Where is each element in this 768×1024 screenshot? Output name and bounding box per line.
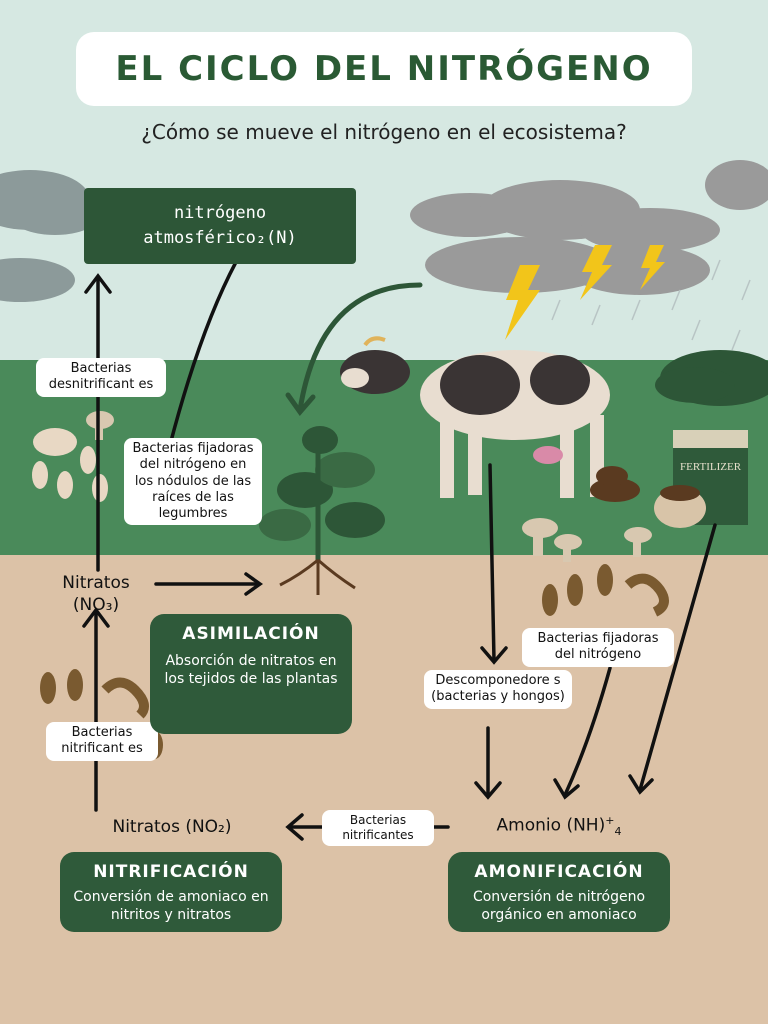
node-nitratos-top: Nitratos (NO₃) [40,572,152,616]
label-nitrificantes-left: Bacterias nitrificant es [46,722,158,761]
label-nitrificantes-bottom: Bacterias nitrificantes [322,810,434,846]
bacteria-soil-right-icon [542,564,669,617]
card-nitrificacion: NITRIFICACIÓN Conversión de amoniaco en … [60,852,282,932]
card-asimilacion: ASIMILACIÓN Absorción de nitratos en los… [150,614,352,734]
label-fijadoras-right: Bacterias fijadoras del nitrógeno [522,628,674,667]
flow-arrows [82,260,717,841]
n2-line1: nitrógeno [173,202,267,223]
mushroom-icon [86,411,652,562]
subtitle: ¿Cómo se mueve el nitrógeno en el ecosis… [141,120,627,144]
label-fijadoras-raices: Bacterias fijadoras del nitrógeno en los… [124,438,262,526]
n2-line2: atmosférico₂(N) [143,228,297,248]
lightning-icon [505,245,665,340]
fertilizer-label: FERTILIZER [680,461,742,473]
card-nitrificacion-text: Conversión de amoniaco en nitritos y nit… [73,889,269,924]
card-nitrificacion-title: NITRIFICACIÓN [93,862,249,882]
card-amonificacion: AMONIFICACIÓN Conversión de nitrógeno or… [448,852,670,932]
label-desnitrificantes: Bacterias desnitrificant es [36,358,166,397]
nitratos-top-line1: Nitratos [62,573,130,593]
title-box: EL CICLO DEL NITRÓGENO [76,32,692,106]
cloud-left-icon [0,170,100,302]
amonio-sub: 4 [614,825,622,839]
bacteria-icon [32,428,108,502]
amonio-text: Amonio (NH) [496,815,606,836]
amonio-sup: + [605,814,615,827]
node-nitratos-bottom: Nitratos (NO₂) [112,817,232,837]
plant-icon [259,426,385,595]
label-descomponedores: Descomponedore s (bacterias y hongos) [424,670,572,709]
nitratos-top-line2: (NO₃) [72,595,120,616]
node-amonio: Amonio (NH)+4 [484,814,634,839]
page-title: EL CICLO DEL NITRÓGENO [115,49,653,89]
rain-icon [551,259,751,351]
atmospheric-nitrogen-box: nitrógeno atmosférico₂(N) [84,188,356,264]
card-asimilacion-text: Absorción de nitratos en los tejidos de … [164,653,338,688]
bush-icon [655,350,768,406]
card-asimilacion-title: ASIMILACIÓN [182,624,320,644]
cow-icon [340,336,610,498]
dung-icon [590,466,640,502]
fertilizer-bag-icon [654,430,748,528]
card-amonificacion-title: AMONIFICACIÓN [474,862,644,882]
card-amonificacion-text: Conversión de nitrógeno orgánico en amon… [472,889,646,924]
green-arrow [285,282,423,417]
